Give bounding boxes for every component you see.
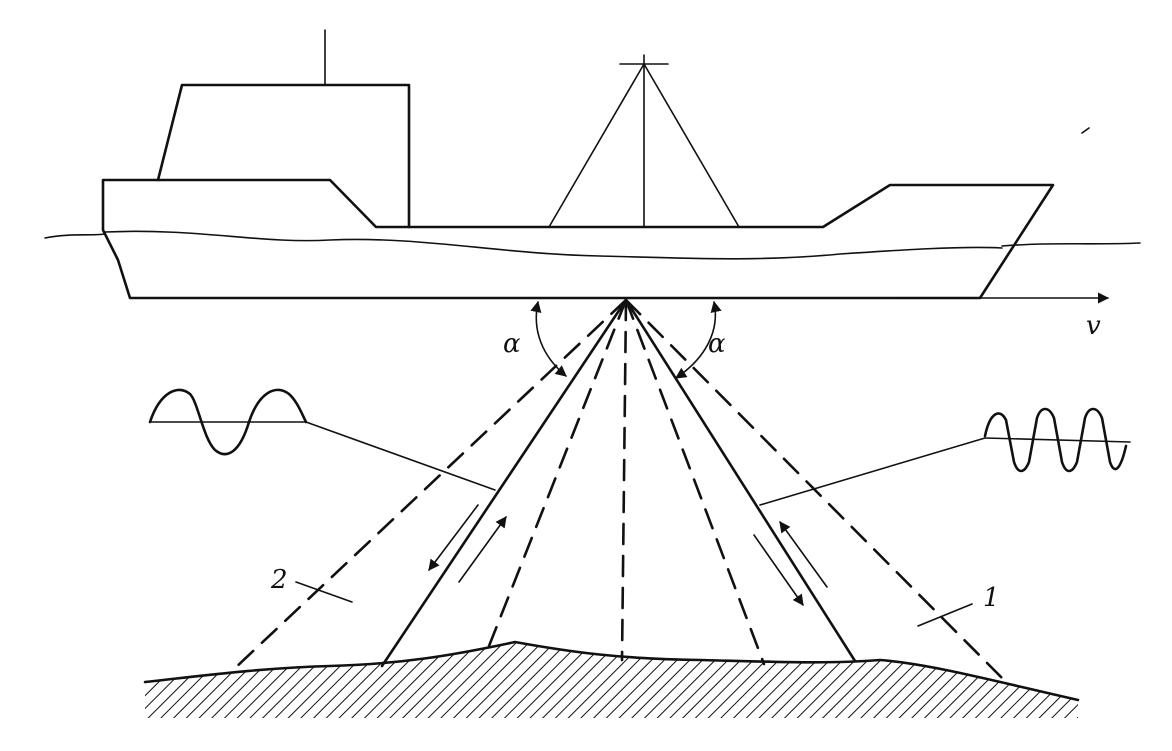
sea-surface-right <box>1001 242 1141 247</box>
stern-tick <box>1081 127 1090 134</box>
seabed-line <box>143 640 1080 702</box>
beam-dashed-vertical <box>620 298 628 662</box>
pulse-arrow-left-down <box>428 504 479 571</box>
angle-label-right: α <box>708 329 726 359</box>
ship-cabin <box>156 83 411 229</box>
waterline <box>104 230 1003 260</box>
pulse-arrow-right-down <box>753 534 804 606</box>
angle-label-left: α <box>503 329 521 359</box>
waveform-high-frequency <box>983 407 1128 473</box>
angle-arc-right <box>675 300 722 379</box>
beam-solid-left <box>380 298 628 668</box>
callout-2-leader <box>295 581 353 603</box>
waveform-low-frequency <box>148 388 308 456</box>
angle-arc-left <box>530 300 567 377</box>
callout-1-label: 1 <box>983 583 1000 613</box>
ship-hull <box>101 178 1055 300</box>
beam-dashed-inner-right <box>624 298 766 666</box>
callout-2-label: 2 <box>270 565 288 595</box>
pulse-arrow-left-up <box>458 516 507 583</box>
velocity-label: v <box>1086 311 1101 341</box>
beam-solid-right <box>624 298 857 663</box>
waveform-high-leader <box>759 437 986 506</box>
beam-dashed-outer-right <box>624 298 1010 686</box>
waveform-low-leader <box>305 421 496 491</box>
pulse-arrow-right-up <box>779 521 828 588</box>
seabed-hatching <box>145 642 1078 718</box>
sea-surface-left <box>44 233 106 239</box>
callout-1-leader <box>917 603 973 627</box>
beam-dashed-outer-left <box>231 298 628 672</box>
rigging-right <box>643 63 740 228</box>
rigging-left <box>548 63 645 228</box>
